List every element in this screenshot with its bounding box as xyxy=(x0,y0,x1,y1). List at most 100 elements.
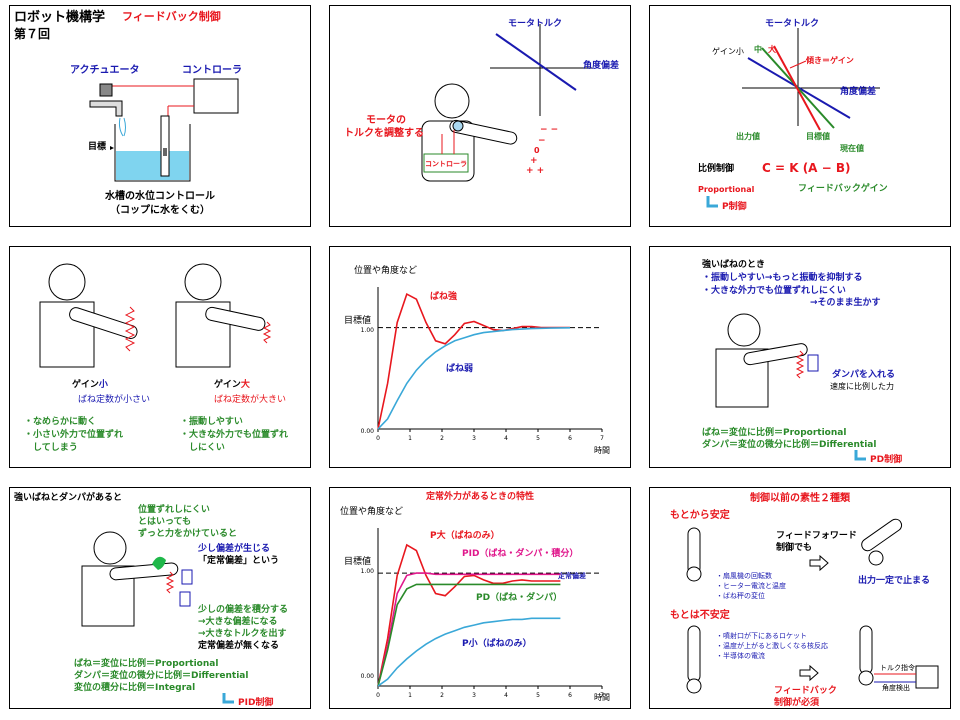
torque-label: トルク指令 xyxy=(880,663,915,672)
unstable-item-2: ・温度が上がると激しくなる核反応 xyxy=(716,641,828,650)
spring-small-label: ばね定数が小さい xyxy=(78,393,150,405)
right-bullet-3: しにくい xyxy=(180,442,225,453)
robot-arm xyxy=(449,119,518,145)
hand-icon xyxy=(152,556,166,570)
axis-torque-label: モータトルク xyxy=(765,17,819,29)
x-tick-label: 1 xyxy=(408,435,412,442)
damper-sub: 速度に比例した力 xyxy=(830,381,894,391)
chart2-steady: 定常偏差 xyxy=(558,571,586,580)
x-tick-label: 7 xyxy=(600,435,604,442)
arrow-right-icon xyxy=(799,664,819,682)
current-label: 現在値 xyxy=(840,143,864,153)
robot-head xyxy=(48,263,86,301)
gain-small-label: ゲイン小 xyxy=(72,378,108,390)
chart2-p-large: P大（ばねのみ） xyxy=(430,529,500,541)
slide-1[interactable]: ロボット機構学 フィードバック制御 第７回 アクチュエータ コントローラ 目標 … xyxy=(9,5,311,227)
controller-box xyxy=(423,153,469,173)
chart2-xlabel: 時間 xyxy=(594,693,610,702)
robot-arm xyxy=(69,307,138,339)
chart1-xlabel: 時間 xyxy=(594,446,610,455)
angle-label: 角度検出 xyxy=(882,683,910,692)
chart2-ytick-1: 1.00 xyxy=(361,568,375,575)
controller-box xyxy=(193,78,239,114)
x-tick-label: 5 xyxy=(536,435,540,442)
caption-line1: 水槽の水位コントロール xyxy=(104,189,215,202)
slide6-bullet-2: ・大きな外力でも位置ずれしにくい xyxy=(702,284,846,296)
controller-box xyxy=(915,665,939,689)
slide1-title-red: フィードバック制御 xyxy=(122,9,221,23)
slide7-note-1: 位置ずれしにくい xyxy=(138,503,210,515)
slide-6[interactable]: 強いばねのとき ・振動しやすい→もっと振動を抑制する ・大きな外力でも位置ずれし… xyxy=(649,246,951,468)
stop-label: 出力一定で止まる xyxy=(858,574,930,586)
robot-head xyxy=(93,531,127,565)
slide1-lecture: 第７回 xyxy=(14,26,50,41)
slide7-offset-1: 少し偏差が生じる xyxy=(197,542,270,554)
unstable-item-1: ・噴射口が下にあるロケット xyxy=(716,631,807,640)
inverted-joint xyxy=(858,670,874,686)
axis-angle-label: 角度偏差 xyxy=(840,85,876,97)
slide7-eq1: ばね＝変位に比例＝Proportional xyxy=(74,657,218,669)
right-bullet-1: ・振動しやすい xyxy=(180,415,243,427)
proportional-label: Proportional xyxy=(698,185,755,194)
caption-line2: （コップに水をくむ） xyxy=(110,203,210,216)
robot-head xyxy=(434,83,470,119)
unstable-arm xyxy=(687,625,701,683)
motor-label-1: モータの xyxy=(366,114,406,126)
left-bullet-3: してしまう xyxy=(24,442,78,453)
gain-mid-label: 中 xyxy=(754,44,762,54)
float xyxy=(163,148,167,156)
x-tick-label: 6 xyxy=(568,692,572,699)
slide-7[interactable]: 強いばねとダンパがあると 位置ずれしにくい とはいっても ずっと力をかけていると… xyxy=(9,487,311,709)
slide-4[interactable]: ゲイン小 ゲイン大 ばね定数が小さい ばね定数が大きい ・なめらかに動く ・小さ… xyxy=(9,246,311,468)
x-tick-label: 4 xyxy=(504,435,508,442)
fb-line-2: 制御が必須 xyxy=(774,696,820,708)
stable-heading: もとから安定 xyxy=(670,508,730,521)
formula: C = K (A − B) xyxy=(762,161,851,175)
stable-item-1: ・扇風機の回転数 xyxy=(716,571,772,580)
sign-pp: + + xyxy=(526,166,544,176)
slide6-heading: 強いばねのとき xyxy=(702,258,765,270)
slide6-bullet-3: →そのまま生かす xyxy=(810,296,881,308)
slide7-integ-3: →大きなトルクを出す xyxy=(198,627,287,639)
target-arrow xyxy=(110,146,114,150)
slide-3[interactable]: モータトルク 角度偏差 ゲイン小 中 大 傾き＝ゲイン 出力値 目標値 現在値 … xyxy=(649,5,951,227)
slide-8[interactable]: 定常外力があるときの特性 位置や角度など 時間 目標値 1.00 0.00 P大… xyxy=(329,487,631,709)
series-line xyxy=(377,572,561,687)
sign-0: 0 xyxy=(534,146,540,155)
target-label: 目標値 xyxy=(806,131,830,141)
output-label: 出力値 xyxy=(736,131,760,141)
slide-9[interactable]: 制御以前の素性２種類 もとから安定 フィードフォワード 制御でも 出力一定で止ま… xyxy=(649,487,951,709)
prop-label: 比例制御 xyxy=(698,162,734,174)
motor-label-2: トルクを調整する xyxy=(344,126,424,139)
response-chart-2: 定常外力があるときの特性 位置や角度など 時間 目標値 1.00 0.00 P大… xyxy=(340,490,610,702)
spring-right xyxy=(262,321,272,344)
moved-arm xyxy=(861,518,903,552)
slide7-eq2: ダンパ＝変位の微分に比例＝Differential xyxy=(74,669,248,681)
robot-head xyxy=(727,313,761,347)
stable-item-2: ・ヒーター電流と温度 xyxy=(716,581,786,590)
gain-large-label: 大 xyxy=(768,44,776,54)
slope-label: 傾き＝ゲイン xyxy=(805,55,854,65)
x-tick-label: 3 xyxy=(472,692,476,699)
chart2-title: 定常外力があるときの特性 xyxy=(425,490,534,502)
sign-p: + xyxy=(530,156,538,166)
x-tick-label: 2 xyxy=(440,692,444,699)
pid-label: PID制御 xyxy=(238,696,273,708)
x-tick-label: 6 xyxy=(568,435,572,442)
slide6-bullet-1: ・振動しやすい→もっと振動を抑制する xyxy=(702,271,862,283)
series-line xyxy=(377,327,571,430)
axis-angle-label: 角度偏差 xyxy=(583,59,619,71)
water-flow xyxy=(118,117,126,137)
spring xyxy=(165,571,175,594)
damper xyxy=(807,354,819,372)
controller-label: コントローラ xyxy=(182,64,242,76)
fb-gain-label: フィードバックゲイン xyxy=(798,182,888,194)
arrow-icon xyxy=(222,693,234,704)
slide-2[interactable]: モータトルク 角度偏差 コントローラ モータの トルクを調整する − − − 0… xyxy=(329,5,631,227)
robot-arm xyxy=(743,343,808,366)
x-tick-label: 0 xyxy=(376,692,380,699)
chart2-target: 目標値 xyxy=(344,555,371,567)
water xyxy=(116,151,189,180)
